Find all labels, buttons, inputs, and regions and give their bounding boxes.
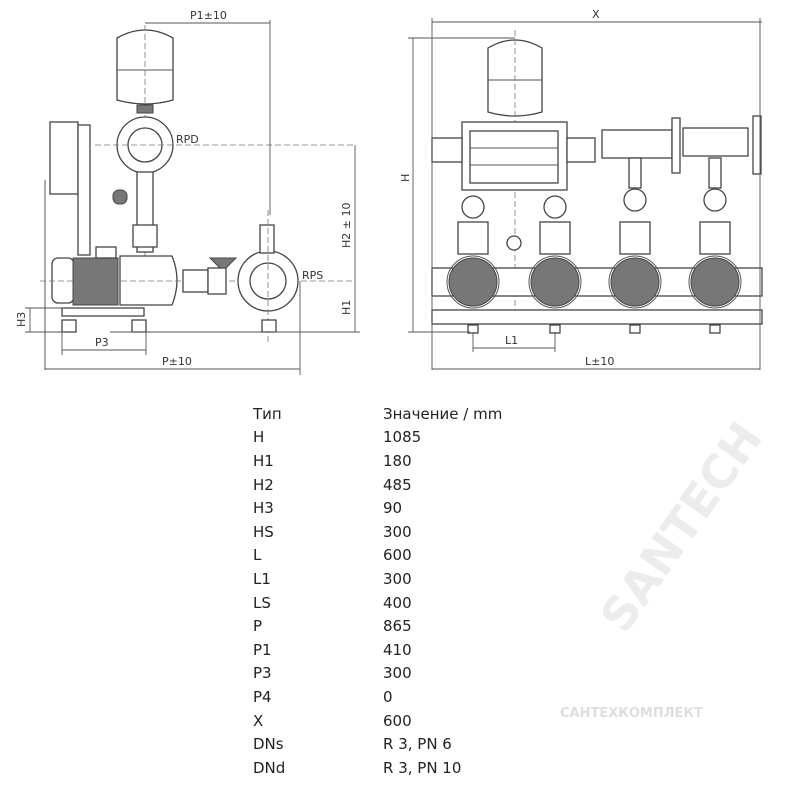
dim-l1-label: L1: [505, 334, 518, 347]
table-row: P1 410: [253, 638, 502, 662]
table-row: P4 0: [253, 685, 502, 709]
header-type: Тип: [253, 404, 282, 423]
row-value: 485: [383, 475, 412, 494]
row-type: L1: [253, 569, 271, 588]
row-type: P4: [253, 687, 272, 706]
dim-h2-label: H2 ± 10: [340, 203, 353, 248]
pump-motor: [51, 257, 75, 304]
table-row: H 1085: [253, 426, 502, 450]
row-type: H2: [253, 475, 274, 494]
table-row: P 865: [253, 614, 502, 638]
row-type: H3: [253, 499, 274, 518]
row-value: 300: [383, 522, 412, 541]
row-value: R 3, PN 6: [383, 735, 452, 754]
dim-h1-label: H1: [340, 300, 353, 315]
front-view: X H L1 L±10: [399, 8, 763, 370]
dim-h-label: H: [399, 174, 412, 182]
table-header: Тип Значение / mm: [253, 402, 502, 426]
header-value: Значение / mm: [383, 404, 503, 423]
table-row: L1 300: [253, 567, 502, 591]
table-row: H1 180: [253, 449, 502, 473]
row-value: 410: [383, 640, 412, 659]
row-type: HS: [253, 522, 274, 541]
dim-p1-label: P1±10: [190, 9, 227, 22]
row-type: X: [253, 711, 264, 730]
row-value: 600: [383, 711, 412, 730]
row-value: R 3, PN 10: [383, 758, 462, 777]
row-type: H1: [253, 451, 274, 470]
row-type: P1: [253, 640, 272, 659]
table-row: DNd R 3, PN 10: [253, 756, 502, 780]
row-value: 180: [383, 451, 412, 470]
table-row: H2 485: [253, 473, 502, 497]
watermark: САНТЕХКОМПЛЕКТ: [560, 706, 703, 721]
row-value: 0: [383, 687, 393, 706]
dim-p3-label: P3: [95, 336, 109, 349]
table-row: X 600: [253, 709, 502, 733]
rpd-label: RPD: [176, 133, 199, 146]
row-type: P: [253, 617, 263, 636]
row-type: L: [253, 546, 262, 565]
pump-row: [431, 157, 763, 309]
row-value: 300: [383, 569, 412, 588]
technical-drawing: P1±10 RPD H2 ± 10 RPS H1 H3 P3 P±10: [15, 8, 763, 375]
dim-p-label: P±10: [162, 355, 192, 368]
dim-h3-label: H3: [15, 312, 28, 327]
side-view: P1±10 RPD H2 ± 10 RPS H1 H3 P3 P±10: [15, 9, 360, 375]
row-value: 1085: [383, 428, 422, 447]
table-row: H3 90: [253, 496, 502, 520]
row-type: P3: [253, 664, 272, 683]
dim-x-label: X: [592, 8, 600, 21]
row-type: DNs: [253, 735, 284, 754]
row-type: DNd: [253, 758, 286, 777]
table-row: P3 300: [253, 662, 502, 686]
row-value: 400: [383, 593, 412, 612]
row-value: 90: [383, 499, 403, 518]
dim-l-label: L±10: [585, 355, 614, 368]
table-row: L 600: [253, 544, 502, 568]
row-type: LS: [253, 593, 271, 612]
row-value: 865: [383, 617, 412, 636]
rps-label: RPS: [302, 269, 323, 282]
control-panel: [49, 121, 79, 195]
row-value: 600: [383, 546, 412, 565]
table-row: LS 400: [253, 591, 502, 615]
watermark: SANTECH: [589, 412, 773, 642]
row-value: 300: [383, 664, 412, 683]
table-row: DNs R 3, PN 6: [253, 732, 502, 756]
row-type: H: [253, 428, 265, 447]
table-row: HS 300: [253, 520, 502, 544]
